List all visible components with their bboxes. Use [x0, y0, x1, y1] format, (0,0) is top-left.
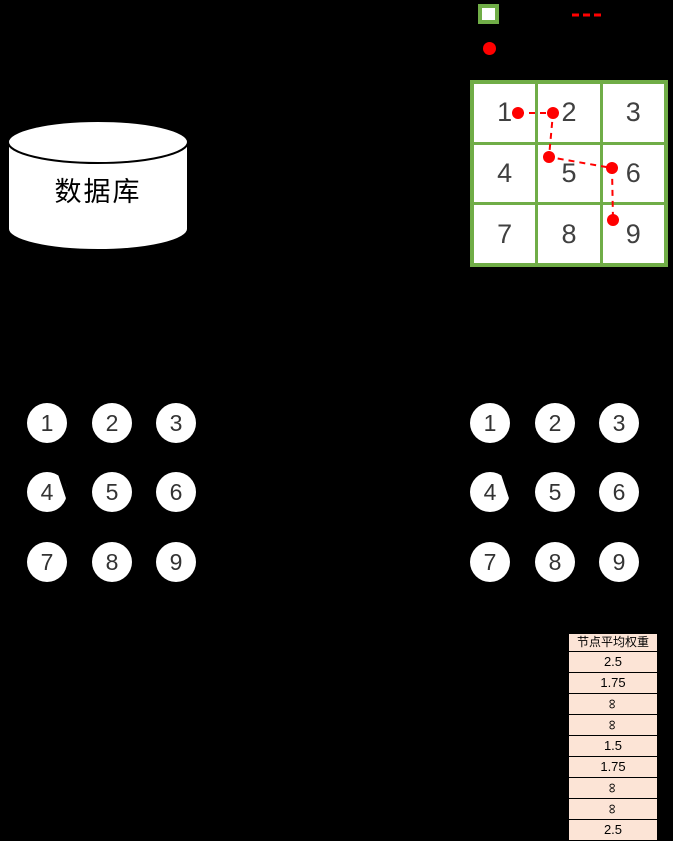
node-left-4: 4	[27, 472, 67, 512]
grid-cell-5: 5	[538, 144, 600, 203]
grid-cell-3: 3	[602, 84, 664, 142]
grid-cell-2: 2	[538, 84, 600, 142]
grid-cell-8: 8	[538, 205, 600, 263]
node-right-4: 4	[470, 472, 510, 512]
node-right-1: 1	[470, 403, 510, 443]
node-left-2: 2	[92, 403, 132, 443]
node-left-7: 7	[27, 542, 67, 582]
node-right-6: 6	[599, 472, 639, 512]
node-right-3: 3	[599, 403, 639, 443]
grid-cell-1: 1	[474, 84, 536, 142]
weight-table-row: 1.5	[569, 736, 657, 757]
grid-cell-4: 4	[474, 144, 536, 203]
weight-table-row: 2.5	[569, 652, 657, 673]
node-right-8: 8	[535, 542, 575, 582]
weight-table-header: 节点平均权重	[569, 634, 657, 652]
node-left-3: 3	[156, 403, 196, 443]
weight-table-row: 1.75	[569, 673, 657, 694]
weight-table-row: ∞	[569, 778, 657, 799]
node-right-2: 2	[535, 403, 575, 443]
weight-table-row: ∞	[569, 715, 657, 736]
grid-cell-7: 7	[474, 205, 536, 263]
weight-table-row: 1.75	[569, 757, 657, 778]
node-right-5: 5	[535, 472, 575, 512]
node-left-8: 8	[92, 542, 132, 582]
legend-point-icon	[483, 42, 496, 55]
legend-grid-cell-icon	[478, 4, 499, 24]
node-left-5: 5	[92, 472, 132, 512]
node-left-6: 6	[156, 472, 196, 512]
grid-cell-9: 9	[602, 205, 664, 263]
database-label: 数据库	[54, 177, 142, 207]
weight-table-row: ∞	[569, 694, 657, 715]
weight-table-row: ∞	[569, 799, 657, 820]
node-right-9: 9	[599, 542, 639, 582]
node-right-7: 7	[470, 542, 510, 582]
node-left-9: 9	[156, 542, 196, 582]
database-cylinder-icon	[7, 120, 189, 251]
node-left-1: 1	[27, 403, 67, 443]
grid-cell-6: 6	[602, 144, 664, 203]
weight-table-row: 2.5	[569, 820, 657, 841]
